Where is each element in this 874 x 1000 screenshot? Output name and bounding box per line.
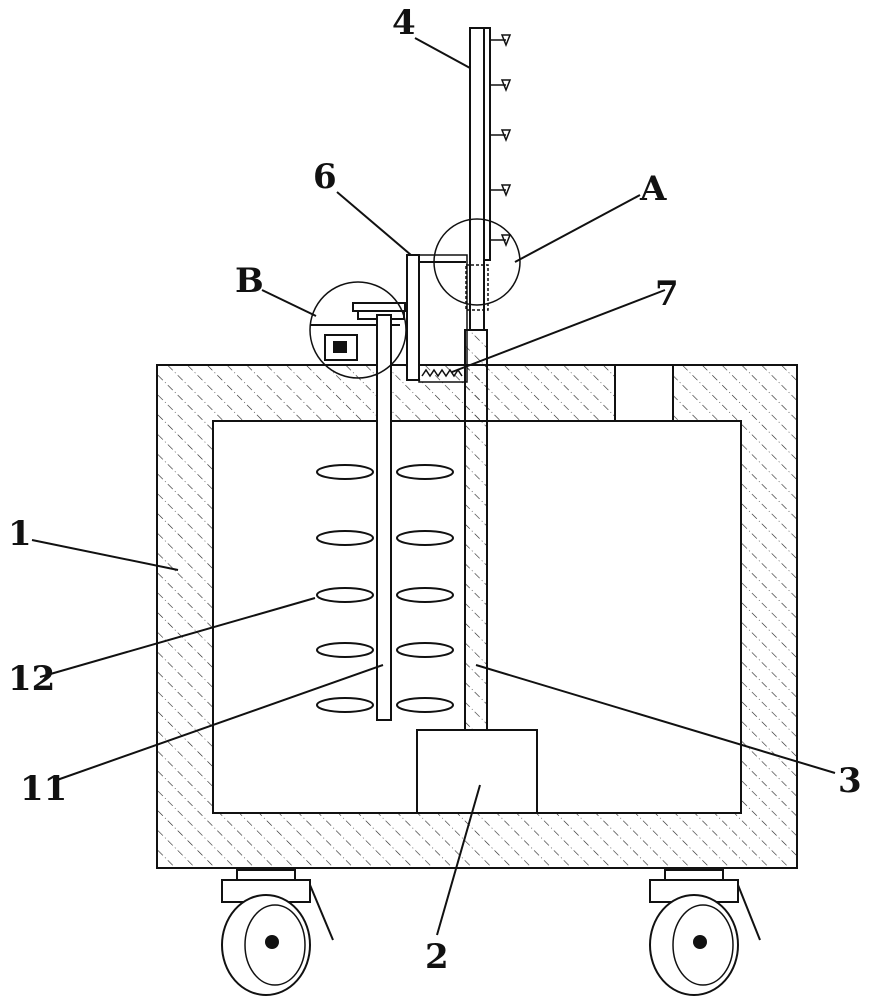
feed-inlet (614, 364, 674, 422)
spring (421, 368, 463, 378)
label-3: 3 (838, 761, 862, 801)
label-b: B (235, 261, 264, 301)
tank-body (156, 364, 798, 869)
bracket (406, 254, 468, 383)
spray-pipe (465, 27, 512, 331)
label-a: A (639, 169, 667, 209)
caster-left (221, 869, 334, 996)
label-6: 6 (313, 157, 337, 197)
detail-circle-a (433, 218, 521, 306)
leader-lines (31, 37, 836, 936)
label-4: 4 (392, 3, 416, 43)
label-7: 7 (655, 274, 679, 314)
label-12: 12 (8, 659, 55, 699)
stirring-shaft (376, 314, 392, 721)
detail-circle-b (309, 281, 407, 379)
drive-box (416, 729, 538, 814)
label-2: 2 (425, 937, 449, 977)
label-11: 11 (20, 769, 67, 809)
stirring-blades (316, 464, 454, 713)
label-1: 1 (8, 514, 32, 554)
caster-right (649, 869, 761, 996)
vertical-column (464, 329, 488, 731)
